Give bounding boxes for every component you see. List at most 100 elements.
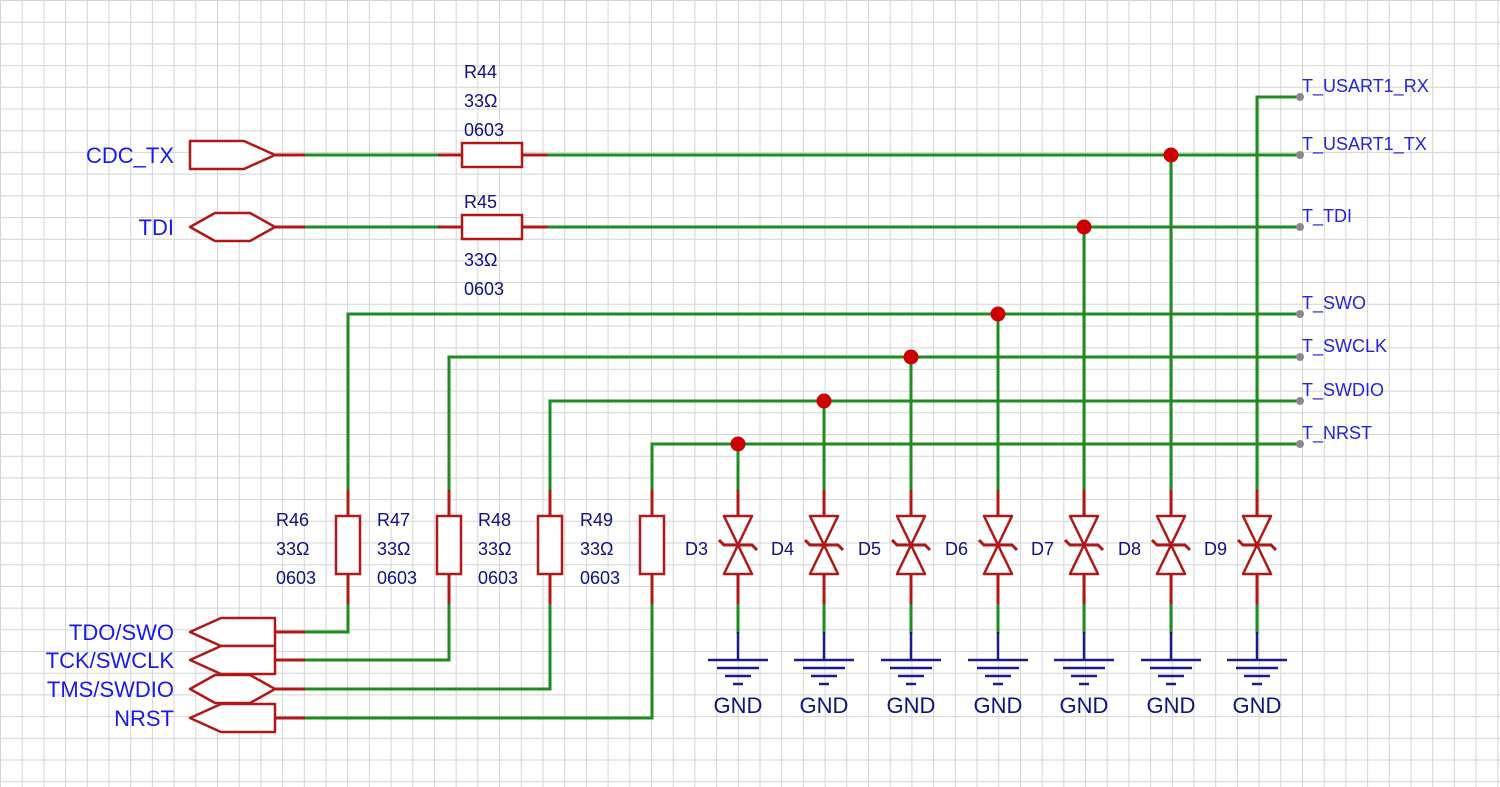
resistor-package: 0603 bbox=[464, 279, 504, 299]
wires bbox=[303, 95, 1302, 720]
resistor-value: 33Ω bbox=[464, 91, 497, 111]
net-label-text: T_USART1_RX bbox=[1302, 76, 1429, 97]
ground-symbol: GND bbox=[794, 632, 854, 718]
resistors: R44 33Ω 0603 R45 33Ω 0603 R46 33Ω 0603 bbox=[276, 62, 666, 604]
tvs-diode-d5[interactable]: D5 bbox=[858, 490, 932, 604]
ports: CDC_TX TDI TDO/SWO TCK/SWCLK TMS/SWDIO N… bbox=[46, 139, 305, 734]
net-label-t-tdi[interactable]: T_TDI bbox=[1296, 206, 1352, 231]
resistor-ref: R49 bbox=[580, 510, 613, 530]
resistor-r49[interactable]: R49 33Ω 0603 bbox=[580, 490, 666, 604]
junction-dot bbox=[903, 349, 919, 365]
port-tdi[interactable]: TDI bbox=[139, 211, 305, 243]
tvs-diode-d6[interactable]: D6 bbox=[945, 490, 1019, 604]
port-nrst[interactable]: NRST bbox=[114, 702, 305, 734]
tvs-diode-d7[interactable]: D7 bbox=[1031, 490, 1105, 604]
resistor-r48[interactable]: R48 33Ω 0603 bbox=[478, 490, 564, 604]
junctions bbox=[730, 147, 1179, 452]
resistor-ref: R48 bbox=[478, 510, 511, 530]
net-label-text: T_SWCLK bbox=[1302, 336, 1387, 357]
net-label-t-nrst[interactable]: T_NRST bbox=[1296, 423, 1372, 448]
net-pin bbox=[1296, 397, 1304, 405]
resistor-package: 0603 bbox=[580, 568, 620, 588]
resistor-r45[interactable]: R45 33Ω 0603 bbox=[438, 192, 548, 299]
junction-dot bbox=[1076, 219, 1092, 235]
net-label-t-swo[interactable]: T_SWO bbox=[1296, 293, 1366, 318]
junction-dot bbox=[730, 436, 746, 452]
net-label-t-swclk[interactable]: T_SWCLK bbox=[1296, 336, 1387, 361]
resistor-r44[interactable]: R44 33Ω 0603 bbox=[438, 62, 548, 169]
resistor-value: 33Ω bbox=[464, 250, 497, 270]
net-label-t-usart1-rx[interactable]: T_USART1_RX bbox=[1296, 76, 1429, 101]
net-labels: T_USART1_RX T_USART1_TX T_TDI T_SWO T_SW… bbox=[1296, 76, 1429, 448]
diode-ref: D7 bbox=[1031, 539, 1054, 559]
tvs-diode-d4[interactable]: D4 bbox=[771, 490, 845, 604]
net-pin bbox=[1296, 151, 1304, 159]
resistor-package: 0603 bbox=[464, 120, 504, 140]
diode-ref: D5 bbox=[858, 539, 881, 559]
net-pin bbox=[1296, 353, 1304, 361]
resistor-value: 33Ω bbox=[276, 539, 309, 559]
diode-ref: D3 bbox=[685, 539, 708, 559]
resistor-ref: R45 bbox=[464, 192, 497, 212]
net-pin bbox=[1296, 310, 1304, 318]
port-cdc-tx[interactable]: CDC_TX bbox=[86, 139, 305, 171]
junction-dot bbox=[990, 306, 1006, 322]
diode-ref: D4 bbox=[771, 539, 794, 559]
gnd-label: GND bbox=[974, 693, 1023, 718]
net-label-t-swdio[interactable]: T_SWDIO bbox=[1296, 380, 1384, 405]
tvs-diode-d8[interactable]: D8 bbox=[1118, 490, 1192, 604]
port-label: NRST bbox=[114, 706, 174, 731]
gnd-label: GND bbox=[1233, 693, 1282, 718]
junction-dot bbox=[1163, 147, 1179, 163]
resistor-value: 33Ω bbox=[478, 539, 511, 559]
resistor-package: 0603 bbox=[478, 568, 518, 588]
ground-symbol: GND bbox=[1141, 632, 1201, 718]
gnd-label: GND bbox=[1060, 693, 1109, 718]
tvs-diode-d3[interactable]: D3 bbox=[685, 490, 759, 604]
net-label-text: T_NRST bbox=[1302, 423, 1372, 444]
port-label: TMS/SWDIO bbox=[47, 677, 174, 702]
port-tck-swclk[interactable]: TCK/SWCLK bbox=[46, 644, 305, 676]
net-label-text: T_SWDIO bbox=[1302, 380, 1384, 401]
port-label: TDI bbox=[139, 215, 174, 240]
gnd-label: GND bbox=[800, 693, 849, 718]
resistor-r47[interactable]: R47 33Ω 0603 bbox=[377, 490, 463, 604]
net-label-text: T_USART1_TX bbox=[1302, 134, 1427, 155]
resistor-value: 33Ω bbox=[580, 539, 613, 559]
net-label-text: T_SWO bbox=[1302, 293, 1366, 314]
tvs-diode-d9[interactable]: D9 bbox=[1204, 490, 1278, 604]
diode-ref: D6 bbox=[945, 539, 968, 559]
wire-nrst bbox=[303, 442, 1302, 720]
resistor-r46[interactable]: R46 33Ω 0603 bbox=[276, 490, 362, 604]
port-label: TCK/SWCLK bbox=[46, 648, 175, 673]
net-pin bbox=[1296, 93, 1304, 101]
resistor-ref: R44 bbox=[464, 62, 497, 82]
tvs-diodes: D3 D4 D5 D6 D7 D8 D9 bbox=[685, 490, 1278, 604]
port-tdo-swo[interactable]: TDO/SWO bbox=[69, 616, 305, 648]
gnd-label: GND bbox=[887, 693, 936, 718]
ground-symbol: GND bbox=[1054, 632, 1114, 718]
resistor-value: 33Ω bbox=[377, 539, 410, 559]
ground-symbols: GND GND GND GND GND GND GND bbox=[708, 632, 1287, 718]
diode-ref: D9 bbox=[1204, 539, 1227, 559]
wire-swclk bbox=[303, 355, 1302, 662]
net-label-text: T_TDI bbox=[1302, 206, 1352, 227]
ground-symbol: GND bbox=[881, 632, 941, 718]
resistor-ref: R47 bbox=[377, 510, 410, 530]
gnd-label: GND bbox=[714, 693, 763, 718]
resistor-ref: R46 bbox=[276, 510, 309, 530]
ground-symbol: GND bbox=[708, 632, 768, 718]
port-label: CDC_TX bbox=[86, 143, 174, 168]
net-label-t-usart1-tx[interactable]: T_USART1_TX bbox=[1296, 134, 1427, 159]
wire-diode-gnd bbox=[736, 602, 1259, 634]
port-tms-swdio[interactable]: TMS/SWDIO bbox=[47, 673, 305, 705]
port-label: TDO/SWO bbox=[69, 620, 174, 645]
net-pin bbox=[1296, 223, 1304, 231]
resistor-package: 0603 bbox=[377, 568, 417, 588]
ground-symbol: GND bbox=[968, 632, 1028, 718]
net-pin bbox=[1296, 440, 1304, 448]
junction-dot bbox=[816, 393, 832, 409]
